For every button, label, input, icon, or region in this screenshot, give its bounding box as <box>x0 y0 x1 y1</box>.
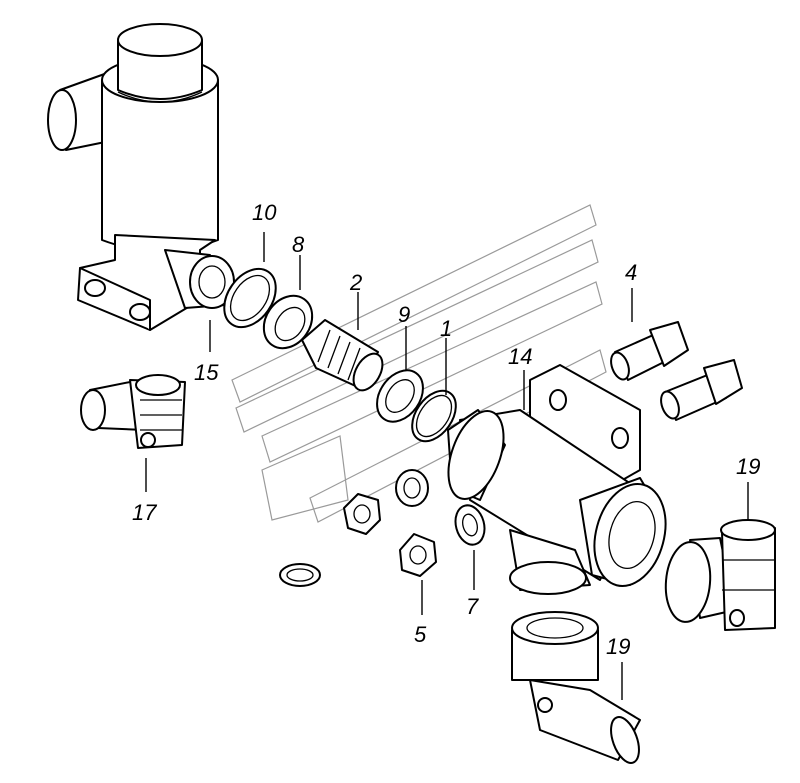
washer-part-9 <box>376 369 424 423</box>
callout-1: 1 <box>440 316 452 341</box>
threaded-adapter-part-2 <box>301 319 384 392</box>
washer-part-8 <box>262 294 314 350</box>
callout-4: 4 <box>625 260 637 285</box>
callout-19-right: 19 <box>736 454 760 479</box>
loose-o-ring <box>279 563 321 587</box>
callout-5: 5 <box>414 622 427 647</box>
callout-7: 7 <box>466 594 479 619</box>
callout-9: 9 <box>398 302 410 327</box>
o-ring-part-1 <box>411 389 457 443</box>
callout-19-bottom: 19 <box>606 634 630 659</box>
washer-part-7 <box>454 504 486 546</box>
elbow-fitting-part-17 <box>80 374 186 449</box>
tee-housing-part-14 <box>447 364 667 595</box>
callout-labels: 10 8 2 9 1 14 4 15 17 5 7 19 19 <box>132 200 760 659</box>
valve-body-part-15 <box>47 23 235 331</box>
callout-8: 8 <box>292 232 305 257</box>
leader-lines <box>145 232 749 700</box>
nut-part-5 <box>399 533 437 577</box>
nut-upper <box>343 493 381 535</box>
callout-2: 2 <box>349 270 362 295</box>
bolt-part-4-lower <box>660 359 743 421</box>
elbow-fitting-part-19-right <box>664 519 776 631</box>
callout-17: 17 <box>132 500 157 525</box>
bolt-part-4-upper <box>610 321 689 381</box>
callout-10: 10 <box>252 200 277 225</box>
watermark-logo <box>231 204 607 523</box>
callout-14: 14 <box>508 344 532 369</box>
elbow-fitting-part-19-bottom <box>511 611 641 764</box>
lock-washer-small <box>395 469 429 507</box>
callout-15: 15 <box>194 360 219 385</box>
